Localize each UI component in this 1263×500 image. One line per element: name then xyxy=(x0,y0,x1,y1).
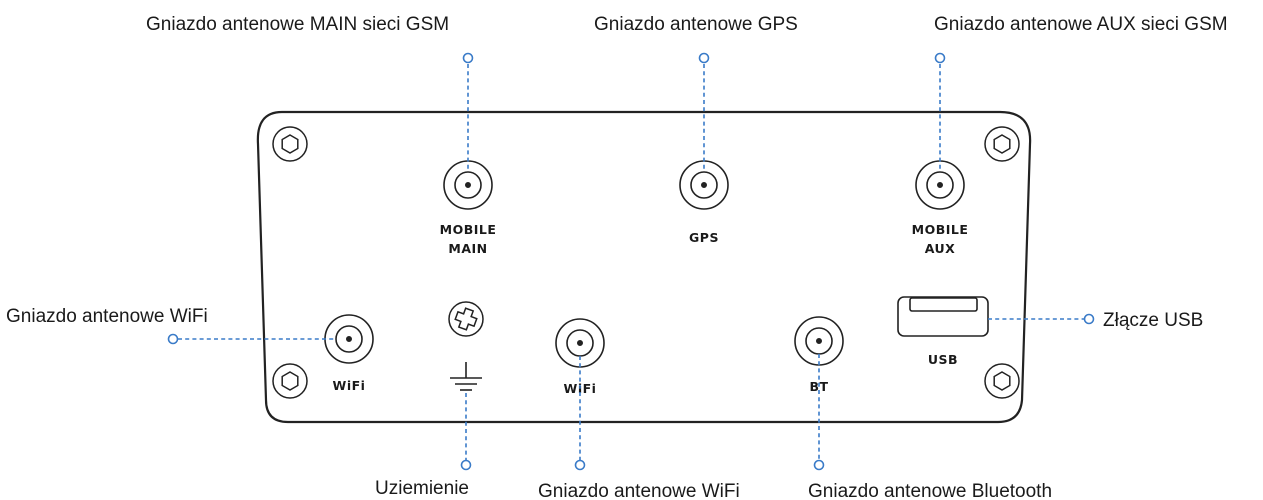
screw-bottom-left xyxy=(272,363,308,399)
leader-aux-gsm-end xyxy=(934,52,946,64)
callout-bluetooth: Gniazdo antenowe Bluetooth xyxy=(808,481,1052,500)
label-gps: GPS xyxy=(689,230,719,245)
callout-aux-gsm: Gniazdo antenowe AUX sieci GSM xyxy=(934,14,1228,35)
label-wifi-left: WiFi xyxy=(333,378,366,393)
callout-usb: Złącze USB xyxy=(1103,310,1203,331)
callout-wifi-left: Gniazdo antenowe WiFi xyxy=(6,306,208,327)
leader-usb-end xyxy=(1083,313,1095,325)
leader-wifi-left-end xyxy=(167,333,179,345)
screw-bottom-right xyxy=(984,363,1020,399)
screw-top-left xyxy=(272,126,308,162)
callout-ground: Uziemienie xyxy=(375,478,469,499)
ground-screw-icon xyxy=(448,301,484,337)
label-mobile-aux-2: AUX xyxy=(925,241,956,256)
label-mobile-main-2: MAIN xyxy=(448,241,487,256)
label-mobile-main-1: MOBILE xyxy=(440,222,497,237)
screw-top-right xyxy=(984,126,1020,162)
leader-main-gsm-end xyxy=(462,52,474,64)
label-usb: USB xyxy=(928,352,958,367)
ground-symbol-icon xyxy=(450,362,482,391)
device-panel-outline xyxy=(256,110,1032,424)
callout-gps: Gniazdo antenowe GPS xyxy=(594,14,798,35)
usb-port xyxy=(897,296,989,337)
leader-bluetooth-end xyxy=(813,459,825,471)
callout-main-gsm: Gniazdo antenowe MAIN sieci GSM xyxy=(146,14,449,35)
leader-ground-end xyxy=(460,459,472,471)
callout-wifi-bottom: Gniazdo antenowe WiFi xyxy=(538,481,740,500)
leader-wifi-bottom-end xyxy=(574,459,586,471)
label-mobile-aux-1: MOBILE xyxy=(912,222,969,237)
leader-gps-end xyxy=(698,52,710,64)
